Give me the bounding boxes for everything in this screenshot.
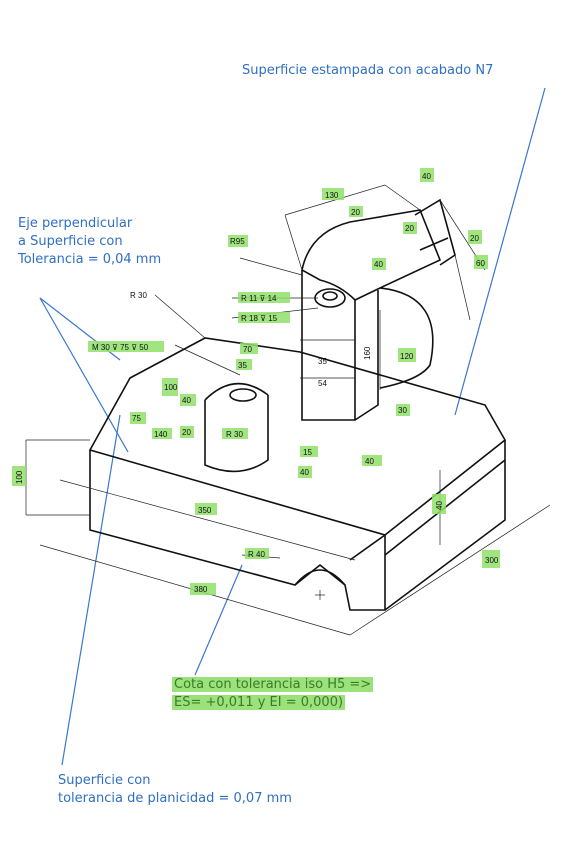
dim-60: 60 (476, 259, 485, 268)
dim-54: 54 (318, 379, 327, 388)
note-flat-line-2: tolerancia de planicidad = 0,07 mm (58, 791, 292, 806)
dim-75: 75 (132, 414, 141, 423)
dim-40-top: 40 (422, 172, 431, 181)
dim-140: 140 (154, 430, 168, 439)
dim-m30: M 30 ⊽ 75 ⊽ 50 (92, 343, 149, 352)
dim-350: 350 (198, 506, 212, 515)
leader-iso (194, 564, 243, 676)
dim-40-side: 40 (374, 260, 383, 269)
note-perp-line-3: Tolerancia = 0,04 mm (18, 252, 162, 267)
note-perpendicular: Eje perpendicular a Superficie con Toler… (18, 215, 161, 269)
note-iso-line-1: Cota con tolerancia iso H5 => (172, 677, 374, 692)
dim-380: 380 (194, 585, 208, 594)
dim-r18: R 18 ⊽ 15 (241, 314, 278, 323)
dim-40-boss: 40 (182, 396, 191, 405)
dim-300: 300 (485, 556, 499, 565)
dim-35-a: 35 (238, 361, 247, 370)
dim-15: 15 (303, 448, 312, 457)
dimension-labels: 130 20 40 20 20 60 R95 40 R 30 R 11 ⊽ 14… (12, 168, 500, 595)
dim-r40: R 40 (248, 550, 265, 559)
dim-30: 30 (398, 406, 407, 415)
dim-130: 130 (325, 191, 339, 200)
dim-100-a: 100 (164, 383, 178, 392)
leader-surface-finish (454, 87, 546, 416)
dim-40-d: 40 (435, 501, 444, 510)
dim-20-b: 20 (405, 224, 414, 233)
note-perp-line-2: a Superficie con (18, 234, 123, 249)
annotation-leaders (39, 87, 546, 766)
dim-r30-a: R 30 (130, 291, 147, 300)
leader-perp-b (39, 297, 129, 453)
dim-r95: R95 (230, 237, 245, 246)
dim-40-c: 40 (300, 468, 309, 477)
note-iso-line-2: ES= +0,011 y EI = 0,000) (172, 695, 346, 710)
dim-r30-b: R 30 (226, 430, 243, 439)
dim-100-b: 100 (15, 470, 24, 484)
dim-35-b: 35 (318, 357, 327, 366)
dim-20-c: 20 (470, 234, 479, 243)
dim-20-d: 20 (182, 428, 191, 437)
dim-70: 70 (243, 345, 252, 354)
note-flatness: Superficie con tolerancia de planicidad … (58, 772, 292, 808)
dim-r11: R 11 ⊽ 14 (241, 294, 277, 303)
note-surface-finish: Superficie estampada con acabado N7 (242, 63, 494, 78)
leader-flatness (61, 414, 121, 766)
dim-20: 20 (351, 208, 360, 217)
dim-120: 120 (400, 352, 414, 361)
note-perp-line-1: Eje perpendicular (18, 216, 133, 231)
dim-160: 160 (363, 346, 372, 360)
note-iso-tolerance: Cota con tolerancia iso H5 => ES= +0,011… (172, 676, 374, 712)
note-flat-line-1: Superficie con (58, 773, 151, 788)
dim-40-right: 40 (365, 457, 374, 466)
